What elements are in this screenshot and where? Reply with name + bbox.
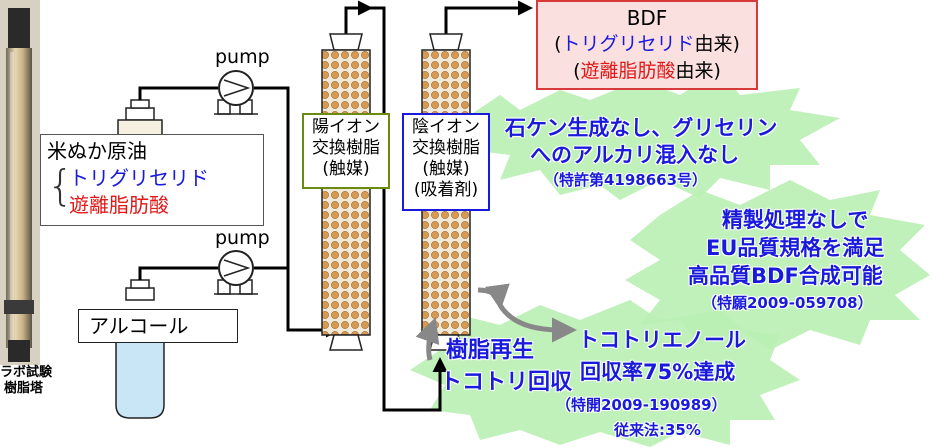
anion-line-2: 交換樹脂 bbox=[412, 138, 480, 158]
photo-caption-line-1: ラボ試験 bbox=[0, 365, 53, 380]
pump-label-1: pump bbox=[215, 46, 270, 68]
cation-line-3: (触媒) bbox=[322, 159, 370, 179]
anion-bottom-line bbox=[420, 357, 448, 412]
regen-line-1: 樹脂再生 bbox=[446, 338, 535, 363]
highlight-burst-right bbox=[625, 180, 930, 350]
cation-line-1: 陽イオン bbox=[312, 117, 380, 137]
alcohol-label: アルコール bbox=[89, 314, 189, 338]
anion-line-4: (吸着剤) bbox=[413, 180, 479, 200]
alcohol-flask bbox=[115, 279, 165, 419]
anion-column-label: 陰イオン 交換樹脂 (触媒) (吸着剤) bbox=[402, 113, 490, 211]
no-soap-line-2: へのアルカリ混入なし bbox=[530, 143, 740, 167]
alcohol-feed-line bbox=[138, 266, 218, 280]
oil-feed-line bbox=[138, 86, 218, 100]
highlight-burst-bottom bbox=[410, 300, 800, 447]
tocotrienol-conventional: 従来法:35% bbox=[614, 421, 701, 439]
bdf-line-1: (トリグリセリド由来) bbox=[554, 33, 740, 55]
highlight-burst-top bbox=[470, 70, 840, 200]
feed-oil-box: 米ぬか原油 { トリグリセリド 遊離脂肪酸 bbox=[40, 134, 264, 226]
tocotrienol-patent: （特開2009-190989） bbox=[556, 396, 727, 414]
pump1-outlet-line bbox=[254, 86, 290, 225]
feed-oil-title: 米ぬか原油 bbox=[47, 139, 147, 163]
lab-photo bbox=[0, 0, 40, 365]
anion-line-3: (触媒) bbox=[422, 159, 470, 179]
brace-icon: { bbox=[47, 161, 74, 210]
bdf-product-box: BDF (トリグリセリド由来) (遊離脂肪酸由来) bbox=[536, 0, 758, 90]
cation-line-2: 交換樹脂 bbox=[312, 138, 380, 158]
ffa-label: 遊離脂肪酸 bbox=[69, 193, 169, 217]
alcohol-box: アルコール bbox=[78, 309, 238, 343]
no-soap-patent: （特許第4198663号） bbox=[544, 171, 708, 189]
tocotrienol-line-2: 回収率75%達成 bbox=[580, 360, 736, 384]
cation-column bbox=[321, 33, 371, 351]
quality-patent: （特願2009-059708） bbox=[702, 294, 873, 312]
no-soap-line-1: 石ケン生成なし、グリセリン bbox=[505, 116, 778, 140]
quality-line-2: EU品質規格を満足 bbox=[706, 236, 885, 260]
tocotrienol-line-1: トコトリエノール bbox=[578, 328, 746, 352]
anion-line-1: 陰イオン bbox=[412, 117, 480, 137]
cation-top-line bbox=[344, 6, 420, 412]
regen-arrow-up bbox=[415, 317, 440, 361]
quality-line-1: 精製処理なしで bbox=[722, 208, 869, 232]
regen-line-2: トコトリ回収 bbox=[440, 370, 573, 395]
bdf-line-2: (遊離脂肪酸由来) bbox=[573, 60, 721, 82]
cation-column-label: 陽イオン 交換樹脂 (触媒) bbox=[302, 113, 390, 189]
regen-arrow-right bbox=[497, 303, 577, 343]
bdf-title: BDF bbox=[626, 6, 668, 30]
anion-top-line bbox=[444, 0, 533, 34]
pump-2 bbox=[214, 250, 258, 295]
pump-label-2: pump bbox=[215, 227, 270, 249]
pump-1 bbox=[214, 70, 258, 115]
quality-line-3: 高品質BDF合成可能 bbox=[688, 264, 883, 288]
triglyceride-label: トリグリセリド bbox=[69, 166, 209, 190]
photo-caption-line-2: 樹脂塔 bbox=[4, 381, 44, 396]
regen-arrow-down bbox=[477, 283, 510, 310]
